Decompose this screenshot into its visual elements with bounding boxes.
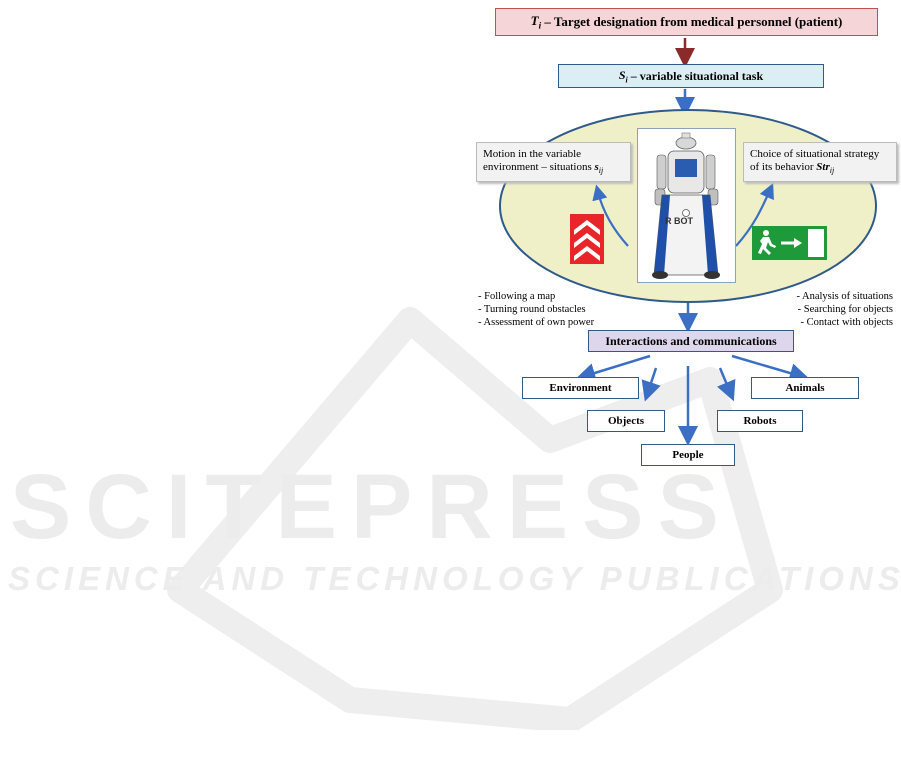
strategy-callout: Choice of situational strategy of its be… [743, 142, 897, 182]
objects-box: Objects [587, 410, 665, 432]
robot-logo: R BOT [665, 216, 693, 226]
arrow-to-robots [716, 367, 736, 402]
watermark-title: SCITEPRESS [10, 456, 733, 558]
task-label: – variable situational task [627, 68, 764, 83]
list-item: - Assessment of own power [478, 317, 595, 328]
watermark-subtitle: SCIENCE AND TECHNOLOGY PUBLICATIONS [8, 560, 901, 597]
people-box: People [641, 444, 735, 466]
strategy-callout-line1: Choice of situational strategy [750, 148, 880, 160]
motion-list: - Following a map - Turning round obstac… [478, 290, 594, 329]
list-item: - Analysis of situations [796, 291, 893, 302]
arrow-to-objects [641, 367, 661, 402]
watermark-emblem [167, 307, 783, 730]
strategy-list: - Analysis of situations - Searching for… [796, 290, 893, 329]
chevron-warning-icon [570, 214, 604, 264]
list-item: - Searching for objects [797, 304, 893, 315]
robot-image: R BOT [637, 128, 736, 283]
environment-box: Environment [522, 377, 639, 399]
target-designation-box: Ti – Target designation from medical per… [495, 8, 878, 36]
target-symbol: Ti [530, 13, 542, 31]
arrow-to-animals [731, 354, 810, 383]
list-item: - Contact with objects [800, 317, 893, 328]
motion-callout-line1: Motion in the variable [483, 148, 582, 160]
robot-icon [652, 132, 720, 279]
arrow-to-environment [575, 354, 651, 383]
motion-callout: Motion in the variable environment – sit… [476, 142, 631, 182]
animals-box: Animals [751, 377, 859, 399]
task-symbol: Si [618, 67, 628, 85]
exit-sign-icon [752, 226, 827, 260]
list-item: - Following a map [478, 291, 556, 302]
motion-callout-line2: environment – situations sij [483, 161, 604, 176]
interactions-box: Interactions and communications [588, 330, 794, 352]
situational-task-box: Si – variable situational task [558, 64, 824, 88]
target-label: – Target designation from medical person… [541, 14, 843, 29]
list-item: - Turning round obstacles [478, 304, 586, 315]
robots-box: Robots [717, 410, 803, 432]
strategy-callout-line2: of its behavior Strij [750, 161, 835, 176]
